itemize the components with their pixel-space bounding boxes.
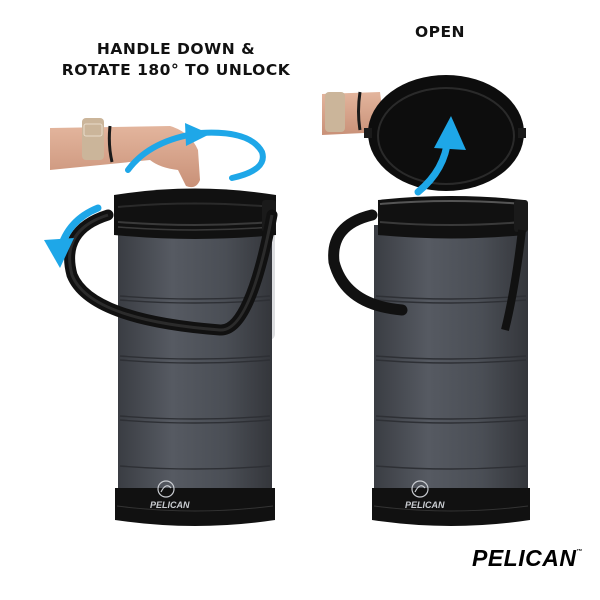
caption-line-1: HANDLE DOWN &	[96, 40, 256, 58]
pelican-brand-logo: PELICAN™	[472, 545, 583, 572]
unlock-instruction-caption: HANDLE DOWN & ROTATE 180° TO UNLOCK	[40, 39, 312, 81]
wrist-bracelet	[107, 125, 114, 163]
watch-band	[82, 118, 104, 160]
hand-right	[322, 91, 385, 135]
caption-line-2: ROTATE 180° TO UNLOCK	[61, 61, 291, 79]
watch-band-right	[325, 92, 345, 132]
jug-right-body	[374, 225, 528, 505]
pelican-emblem-right: PELICAN	[405, 480, 445, 510]
brand-logo-text: PELICAN	[472, 545, 577, 571]
hand-left	[50, 118, 200, 188]
jug-left-lid	[114, 188, 276, 239]
embossed-brand-left: PELICAN	[150, 500, 190, 510]
jug-left: PELICAN	[64, 188, 278, 526]
jug-right-rim	[378, 196, 524, 239]
open-caption: OPEN	[414, 23, 466, 41]
lift-lid-arrow-icon	[414, 116, 466, 196]
jug-left-base	[115, 488, 275, 526]
handle-down-arrow-icon	[44, 204, 102, 268]
pelican-emblem-left: PELICAN	[150, 480, 190, 510]
rotate-clockwise-arrow-icon	[125, 123, 266, 181]
jug-right-base	[372, 488, 530, 526]
jug-right-handle[interactable]	[328, 209, 408, 316]
jug-right: PELICAN	[328, 196, 530, 526]
embossed-brand-right: PELICAN	[405, 500, 445, 510]
trademark-symbol: ™	[576, 549, 583, 555]
